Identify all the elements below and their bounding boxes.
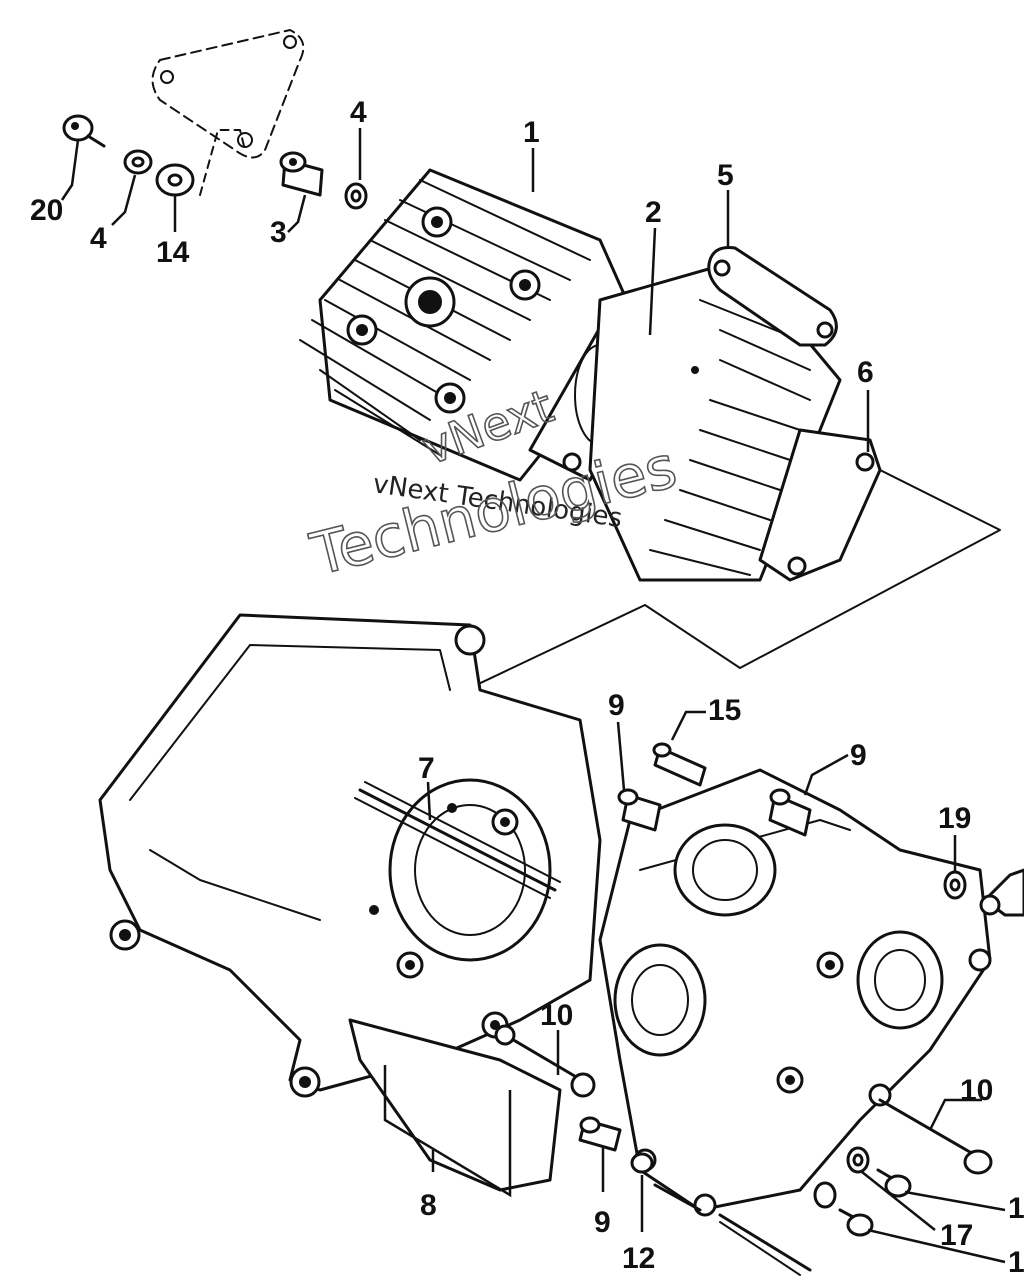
pin-15 bbox=[652, 742, 707, 787]
callout-9-bottom: 9 bbox=[594, 1206, 611, 1239]
callout-18: 1 bbox=[1008, 1246, 1024, 1279]
stud-7 bbox=[354, 781, 561, 899]
callout-5: 5 bbox=[717, 159, 734, 192]
callouts: 20 4 14 3 4 1 2 5 6 7 8 9 1 bbox=[30, 96, 1024, 1279]
screw-16 bbox=[876, 1168, 912, 1198]
stud-12 bbox=[630, 1152, 654, 1174]
callout-4-right: 4 bbox=[350, 96, 367, 129]
cover-plate-5 bbox=[707, 246, 838, 347]
dowel-pin-9-bottom bbox=[578, 1116, 622, 1152]
washer-4-right bbox=[344, 182, 368, 210]
callout-3: 3 bbox=[270, 216, 287, 249]
bracket-plate bbox=[151, 29, 305, 159]
callout-7: 7 bbox=[418, 752, 435, 785]
bolt-10-right bbox=[878, 1098, 993, 1175]
screw-18 bbox=[838, 1208, 874, 1237]
spacer-3 bbox=[279, 151, 324, 197]
callout-2: 2 bbox=[645, 196, 662, 229]
callout-16: 1 bbox=[1008, 1192, 1024, 1225]
washer-17 bbox=[846, 1146, 870, 1174]
bolt-10-left bbox=[494, 1024, 596, 1098]
callout-14: 14 bbox=[156, 236, 190, 269]
base-gasket-6 bbox=[758, 428, 882, 582]
long-studs-bottom bbox=[653, 1183, 812, 1276]
drain-plug bbox=[979, 868, 1024, 917]
callout-6: 6 bbox=[857, 356, 874, 389]
callout-19: 19 bbox=[938, 802, 971, 835]
washer-4-left bbox=[123, 149, 153, 175]
bracket-guide-line bbox=[199, 129, 246, 196]
callout-8: 8 bbox=[420, 1189, 437, 1222]
callout-4-left: 4 bbox=[90, 222, 107, 255]
callout-10-right: 10 bbox=[960, 1074, 993, 1107]
callout-9-top: 9 bbox=[608, 689, 625, 722]
dowel-pin-9-top bbox=[617, 788, 662, 832]
callout-17: 17 bbox=[940, 1219, 973, 1252]
callout-9-right: 9 bbox=[850, 739, 867, 772]
callout-1: 1 bbox=[523, 116, 540, 149]
callout-20: 20 bbox=[30, 194, 63, 227]
washer-18 bbox=[813, 1181, 837, 1209]
callout-10-left: 10 bbox=[540, 999, 573, 1032]
callout-15: 15 bbox=[708, 694, 741, 727]
crankcase-left bbox=[98, 613, 602, 1192]
screw-20 bbox=[62, 114, 106, 148]
crankcase-right bbox=[598, 768, 992, 1217]
dowel-pin-9-right bbox=[768, 788, 812, 837]
washer-14 bbox=[155, 163, 195, 197]
washer-19 bbox=[943, 870, 967, 900]
callout-12: 12 bbox=[622, 1242, 655, 1275]
